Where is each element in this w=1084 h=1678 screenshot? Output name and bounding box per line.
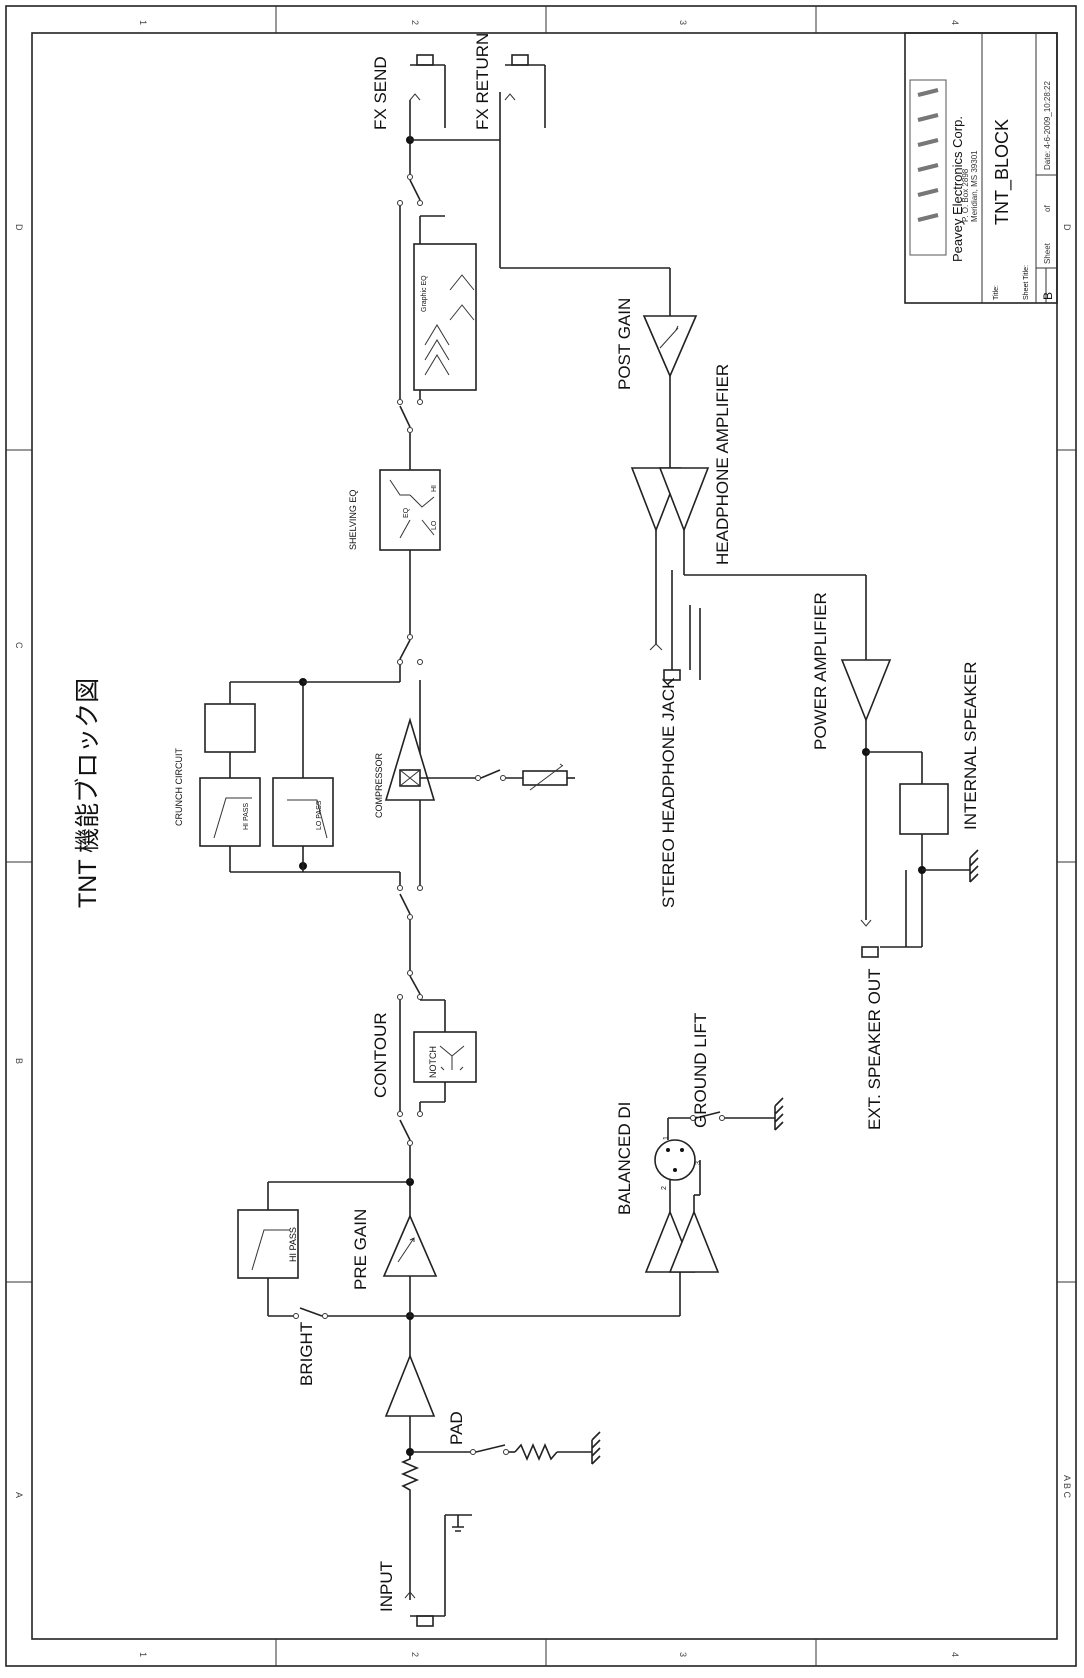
component-labels: INPUT PAD BRIGHT HI PASS PRE GAIN CONTOU…	[174, 33, 980, 1612]
crunch-lo-pass-filter	[272, 777, 334, 847]
power-amplifier	[840, 659, 892, 723]
output-section	[630, 315, 979, 1273]
label-shelving-eq: SHELVING EQ	[348, 490, 358, 550]
grid-col-3-top: 3	[678, 20, 688, 25]
label-notch: NOTCH	[428, 1046, 438, 1078]
shelving-eq-block	[379, 469, 441, 551]
label-contour: CONTOUR	[371, 1012, 390, 1098]
title-block-company: Peavey Electronics Corp.	[950, 116, 965, 262]
label-stereo-headphone-jack: STEREO HEADPHONE JACK	[659, 677, 678, 908]
label-pad: PAD	[447, 1411, 466, 1445]
label-pre-gain: PRE GAIN	[351, 1209, 370, 1290]
grid-col-4-bottom: 4	[950, 1652, 960, 1657]
compressor-block	[384, 717, 436, 801]
label-hi-pass-crunch: HI PASS	[243, 803, 250, 830]
internal-speaker-block	[899, 783, 949, 835]
title-block-address-2: Meridian, MS 39301	[970, 150, 979, 222]
label-headphone-amplifier: HEADPHONE AMPLIFIER	[713, 364, 732, 565]
label-crunch-circuit: CRUNCH CIRCUIT	[174, 748, 184, 826]
grid-col-3-bottom: 3	[678, 1652, 688, 1657]
grid-col-2-top: 2	[410, 20, 420, 25]
label-lo-pass: LO PASS	[316, 800, 323, 830]
grid-references: 1 2 3 4 1 2 3 4 D C B A D A B C	[14, 20, 1072, 1657]
label-fx-send: FX SEND	[371, 56, 390, 130]
title-block-title-label: Title:	[993, 285, 1000, 300]
grid-row-a-left: A	[14, 1492, 24, 1498]
title-block-of-label: of	[1043, 205, 1052, 212]
title-block-size: B	[1041, 292, 1055, 300]
compressor-threshold-icon	[522, 770, 568, 786]
title-block-date: Date: 4-6-2009_10:28:22	[1043, 80, 1052, 170]
fx-send-jack-icon	[416, 54, 434, 66]
input-resistor-icon	[400, 1449, 420, 1500]
crunch-circuit-block	[204, 703, 256, 753]
label-input: INPUT	[377, 1561, 396, 1612]
pad-resistor-icon	[514, 1442, 558, 1462]
post-gain-amplifier	[642, 315, 698, 379]
label-eq: EQ	[403, 507, 410, 518]
label-pin-3: 3	[695, 1161, 702, 1165]
title-block-sheet-label: Sheet	[1043, 242, 1052, 264]
label-pin-1: 1	[663, 1136, 670, 1140]
pre-gain-amplifier	[382, 1213, 438, 1277]
grid-col-4-top: 4	[950, 20, 960, 25]
main-signal-path	[199, 54, 681, 1627]
input-buffer-amplifier	[384, 1353, 436, 1417]
peavey-logo	[909, 79, 947, 256]
crunch-hi-pass-filter	[199, 777, 261, 847]
label-lo: LO	[431, 520, 438, 530]
grid-col-1-top: 1	[138, 20, 148, 25]
label-balanced-di: BALANCED DI	[615, 1102, 634, 1215]
label-compressor: COMPRESSOR	[374, 752, 384, 818]
title-block: Peavey Electronics Corp. P. O. Box 2898 …	[904, 32, 1058, 304]
grid-col-1-bottom: 1	[138, 1652, 148, 1657]
notch-filter	[413, 1031, 477, 1083]
label-ext-speaker-out: EXT. SPEAKER OUT	[865, 968, 884, 1130]
label-hi: HI	[431, 485, 438, 492]
graphic-eq-block	[413, 243, 477, 391]
grid-col-2-bottom: 2	[410, 1652, 420, 1657]
title-block-address-1: P. O. Box 2898	[961, 168, 970, 222]
label-post-gain: POST GAIN	[615, 298, 634, 390]
label-power-amplifier: POWER AMPLIFIER	[811, 592, 830, 750]
label-pin-2: 2	[661, 1186, 668, 1190]
drawing-frame	[5, 5, 1077, 1667]
input-jack-icon	[416, 1615, 434, 1627]
label-ground-lift: GROUND LIFT	[691, 1013, 710, 1128]
label-bright: BRIGHT	[297, 1322, 316, 1386]
grid-row-c-left: C	[14, 642, 24, 649]
ext-speaker-jack-icon	[861, 946, 879, 958]
grid-row-d-left: D	[14, 224, 24, 231]
label-internal-speaker: INTERNAL SPEAKER	[961, 662, 980, 830]
page-title: TNT 機能ブロック図	[74, 678, 102, 908]
xlr-connector-icon	[654, 1139, 696, 1181]
title-block-sheet-title-label: Sheet Title:	[1023, 265, 1030, 300]
label-hi-pass-bright: HI PASS	[288, 1227, 298, 1262]
grid-row-b-left: B	[14, 1058, 24, 1064]
label-fx-return: FX RETURN	[473, 33, 492, 130]
fx-return-jack-icon	[511, 54, 529, 66]
label-graphic-eq: Graphic EQ	[421, 275, 428, 312]
title-block-drawing-title: TNT_BLOCK	[992, 119, 1013, 225]
grid-row-d-right: D	[1062, 224, 1072, 231]
grid-row-abc-right: A B C	[1062, 1475, 1072, 1499]
